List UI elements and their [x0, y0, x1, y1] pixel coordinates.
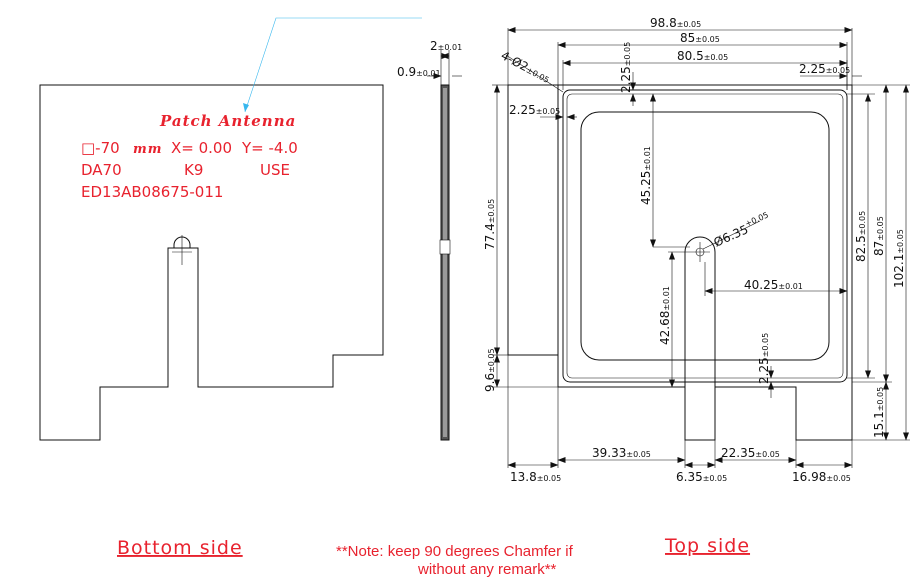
dim-42-68: 42.68±0.01	[658, 286, 672, 345]
marking-y: Y= -4.0	[241, 139, 298, 157]
dim-45-25: 45.25±0.01	[639, 146, 653, 205]
marking-x: X= 0.00	[171, 139, 232, 157]
marking-mm: mm	[133, 142, 163, 157]
bottom-view: Patch Antenna □-70 mm X= 0.00 Y= -4.0 DA…	[39, 17, 422, 559]
bottom-side-title: Bottom side	[117, 537, 243, 559]
top-view: 98.8±0.05 85±0.05 80.5±0.05 2.25±0.05 4-…	[483, 16, 910, 557]
leader-arrow	[243, 103, 249, 112]
patch-element	[580, 111, 830, 361]
side-feed	[439, 239, 451, 255]
dim-6-35: 6.35±0.05	[676, 470, 727, 484]
marking-part-number: ED13AB08675-011	[81, 183, 223, 201]
side-view: 2±0.01 0.9±0.01	[397, 39, 462, 441]
leader-line	[244, 17, 422, 113]
dim-82-5: 82.5±0.05	[854, 211, 868, 262]
dim-right-2-25: 2.25±0.05	[799, 62, 850, 76]
dim-hole: Ø6.35+0.05	[711, 210, 773, 249]
dim-13-8: 13.8±0.05	[510, 470, 561, 484]
dim-copper: 0.9±0.01	[397, 65, 441, 79]
dim-85: 85±0.05	[680, 31, 720, 45]
dim-15-1: 15.1±0.05	[872, 387, 886, 438]
dim-chamfer: 4-Ø2±0.05	[499, 48, 553, 86]
dim-16-98: 16.98±0.05	[792, 470, 851, 484]
top-substrate-outline	[507, 84, 559, 356]
top-side-title: Top side	[664, 535, 750, 557]
dim-22-35: 22.35±0.05	[721, 446, 780, 460]
dim-40-25: 40.25±0.01	[744, 278, 803, 292]
dim-98-8: 98.8±0.05	[650, 16, 701, 30]
dim-87: 87±0.05	[872, 216, 886, 256]
note-line-2: without any remark**	[417, 561, 557, 578]
dim-thickness: 2±0.01	[430, 39, 462, 53]
feed-slot	[684, 236, 716, 387]
ground-ring-outer	[562, 89, 848, 383]
dim-80-5: 80.5±0.05	[677, 49, 728, 63]
dim-39-33: 39.33±0.05	[592, 446, 651, 460]
dim-left-2-25: 2.25±0.05	[509, 103, 560, 117]
bottom-outline	[39, 84, 384, 441]
marking-da70: DA70	[81, 161, 122, 179]
marking-size: □-70	[81, 139, 120, 157]
dim-9-6: 9.6±0.05	[483, 348, 497, 392]
marking-use: USE	[260, 161, 290, 179]
note-line-1: **Note: keep 90 degrees Chamfer if	[336, 543, 574, 560]
dim-bot-2-25: 2.25±0.05	[757, 333, 771, 384]
dim-77-4: 77.4±0.05	[483, 199, 497, 250]
marking-k9: K9	[184, 161, 203, 179]
ground-ring-inner	[566, 93, 844, 379]
side-profile-core	[443, 88, 447, 437]
marking-title: Patch Antenna	[159, 112, 296, 130]
dim-top-2-25: 2.25±0.05	[619, 42, 633, 93]
dim-102-1: 102.1±0.05	[892, 229, 906, 288]
